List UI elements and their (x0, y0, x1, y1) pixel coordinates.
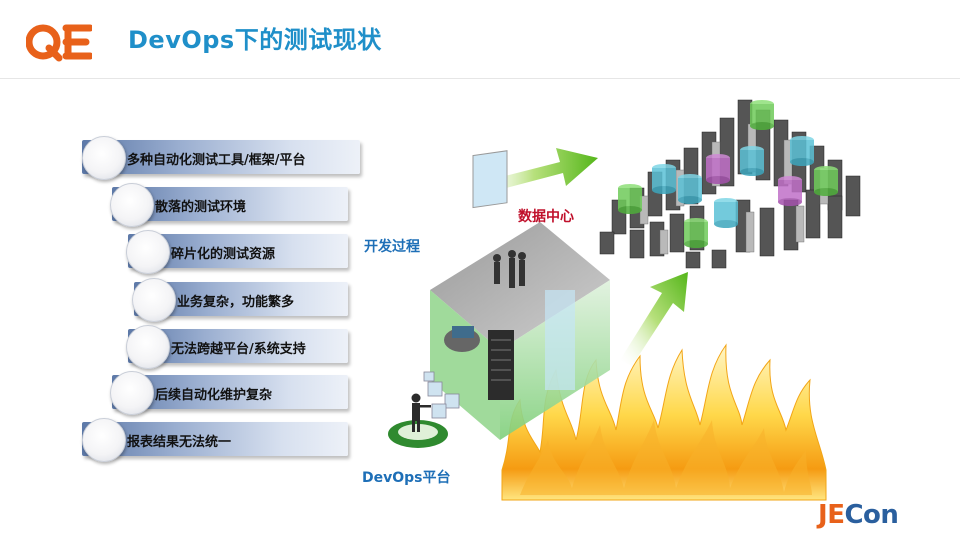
dev-process-label: 开发过程 (364, 239, 420, 255)
issue-bullet-1 (82, 136, 126, 180)
issue-bullet-2 (110, 183, 154, 227)
issue-bullet-7 (82, 418, 126, 462)
platform-base-icon (388, 371, 460, 448)
issue-label-3: 碎片化的测试资源 (171, 247, 276, 262)
issue-label-2: 散落的测试环境 (155, 200, 247, 215)
datacenter-cluster (599, 99, 861, 269)
arrow-up-right (620, 272, 688, 366)
issue-bullet-5 (126, 325, 170, 369)
brand-prefix: J (818, 500, 828, 530)
issue-bar-7 (82, 422, 348, 456)
brand-mid: E (827, 500, 845, 530)
brand-suffix: Con (844, 500, 899, 530)
devops-platform-label: DevOps平台 (362, 470, 451, 486)
issue-label-7: 报表结果无法统一 (127, 435, 232, 450)
issue-label-5: 无法跨越平台/系统支持 (171, 342, 306, 357)
qe-logo (26, 24, 92, 62)
page-title: DevOps下的测试现状 (128, 26, 382, 54)
presenter-figure (411, 393, 431, 432)
data-center-label: 数据中心 (518, 209, 574, 225)
issue-bullet-3 (126, 230, 170, 274)
issue-label-1: 多种自动化测试工具/框架/平台 (127, 153, 306, 168)
issue-label-4: 业务复杂，功能繁多 (177, 295, 295, 310)
header-bar: DevOps下的测试现状 (0, 0, 960, 79)
issue-bullet-6 (110, 371, 154, 415)
issue-label-6: 后续自动化维护复杂 (155, 388, 273, 403)
devops-platform-building (430, 150, 610, 440)
issue-bar-1 (82, 140, 360, 174)
jecon-logo: JECon (818, 500, 899, 530)
issue-bullet-4 (132, 278, 176, 322)
